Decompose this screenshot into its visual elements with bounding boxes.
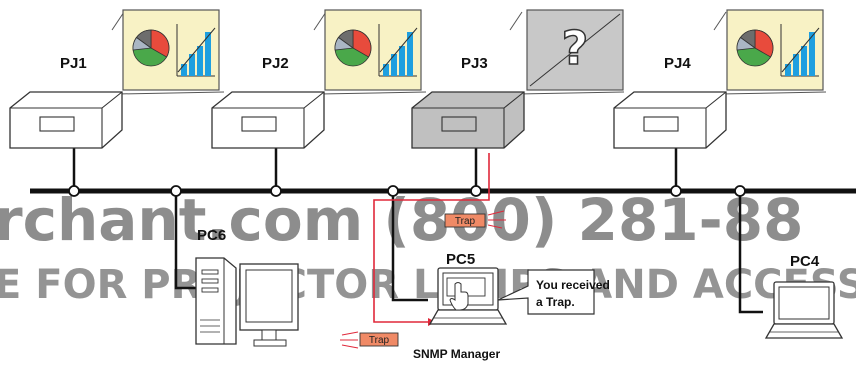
pj4-projector xyxy=(613,91,727,149)
pc6-desktop xyxy=(195,257,299,347)
pj4-screen xyxy=(713,9,827,95)
pj2-projector xyxy=(211,91,325,149)
trap-packet-1: Trap xyxy=(444,210,506,229)
trap-notification-bubble: You received a Trap. xyxy=(497,269,610,315)
pj1-projector xyxy=(9,91,123,149)
error-question-mark: ? xyxy=(562,21,589,75)
snmp-manager-label: SNMP Manager xyxy=(413,347,500,361)
trap-packet-2-label: Trap xyxy=(369,335,390,346)
watermark-line-1: rchant.com (800) 281-88 xyxy=(0,186,803,254)
pj2-label: PJ2 xyxy=(262,55,289,72)
pj2-screen xyxy=(313,9,427,95)
pj4-label: PJ4 xyxy=(664,55,691,72)
bubble-line-1: You received xyxy=(536,278,610,292)
pc5-link xyxy=(391,191,428,302)
pc4-link xyxy=(738,191,763,314)
pc6-label: PC6 xyxy=(197,227,226,244)
pj3-screen-error: ? xyxy=(509,9,625,95)
junctions xyxy=(68,185,746,197)
trap-packet-1-label: Trap xyxy=(455,216,476,227)
pointer-hand-icon xyxy=(449,282,469,311)
watermark: rchant.com (800) 281-88 E FOR PROJECTOR … xyxy=(0,186,856,308)
pj3-projector xyxy=(411,91,525,149)
pc4-laptop xyxy=(765,281,843,339)
bubble-line-2: a Trap. xyxy=(536,295,575,309)
pj1-label: PJ1 xyxy=(60,55,87,72)
pj3-label: PJ3 xyxy=(461,55,488,72)
pj1-screen xyxy=(111,9,225,95)
trap-packet-2: Trap xyxy=(340,331,399,349)
pc6-link xyxy=(174,191,198,290)
trap-path xyxy=(373,153,490,323)
pc4-label: PC4 xyxy=(790,253,820,270)
pc5-label: PC5 xyxy=(446,251,475,268)
